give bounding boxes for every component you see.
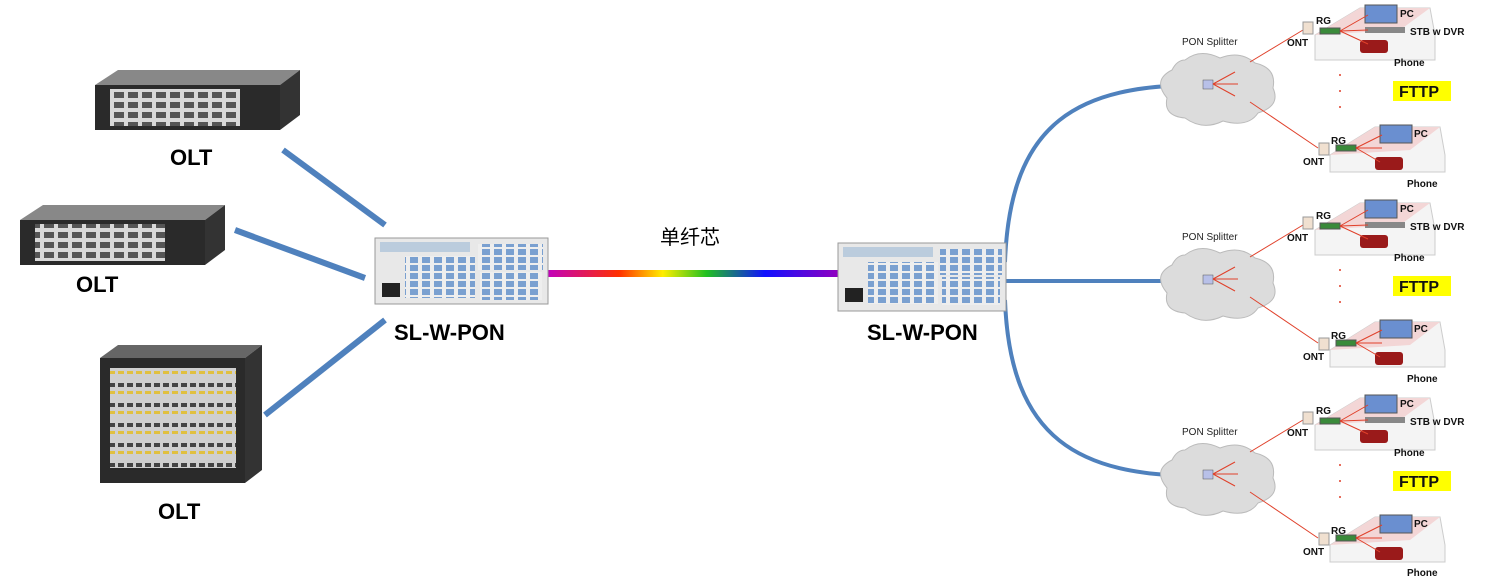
ont-label: ONT <box>1303 547 1324 558</box>
fttp-badge <box>1393 81 1451 101</box>
stb-label: STB w DVR <box>1410 222 1465 233</box>
sl-w-pon-left-label: SL-W-PON <box>394 320 505 345</box>
stb-icon <box>1365 222 1405 228</box>
pc-label: PC <box>1414 519 1428 530</box>
rg-label: RG <box>1331 331 1346 342</box>
olt-device-1[interactable] <box>95 70 300 130</box>
pc-icon <box>1379 124 1413 144</box>
pc-label: PC <box>1400 399 1414 410</box>
splitter-icon <box>1202 79 1214 90</box>
pon-splitter-label: PON Splitter <box>1182 37 1238 48</box>
fttp-group-2: PON Splitter RG ONT PC STB w DVR Phone F… <box>1160 199 1465 385</box>
pon-splitter-label: PON Splitter <box>1182 427 1238 438</box>
phone-label: Phone <box>1407 568 1438 579</box>
stb-icon <box>1365 417 1405 423</box>
olt-label-3: OLT <box>158 499 201 524</box>
ont-icon <box>1318 337 1330 351</box>
pc-icon <box>1379 514 1413 534</box>
pc-icon <box>1364 4 1398 24</box>
rg-label: RG <box>1331 526 1346 537</box>
rg-label: RG <box>1316 16 1331 27</box>
pc-label: PC <box>1400 9 1414 20</box>
pc-label: PC <box>1414 129 1428 140</box>
ont-label: ONT <box>1303 157 1324 168</box>
fttp-label: FTTP <box>1399 474 1439 491</box>
splitter-icon <box>1202 469 1214 480</box>
fttp-group-1: PON Splitter RG ONT PC STB w DVR Phone F… <box>1160 4 1465 190</box>
pon-splitter-cloud[interactable] <box>1160 53 1276 126</box>
ont-icon <box>1318 142 1330 156</box>
pc-icon <box>1364 199 1398 219</box>
stb-icon <box>1365 27 1405 33</box>
ont-icon <box>1302 216 1314 230</box>
olt-label-1: OLT <box>170 145 213 170</box>
fttp-label: FTTP <box>1399 84 1439 101</box>
pon-splitter-cloud[interactable] <box>1160 443 1276 516</box>
sl-w-pon-right-device[interactable] <box>837 242 1007 312</box>
rg-label: RG <box>1316 406 1331 417</box>
fttp-group-3: PON Splitter RG ONT PC STB w DVR Phone F… <box>1160 394 1465 579</box>
pc-label: PC <box>1400 204 1414 215</box>
phone-label: Phone <box>1394 448 1425 459</box>
ont-icon <box>1302 411 1314 425</box>
pon-splitter-cloud[interactable] <box>1160 248 1276 321</box>
fiber-label: 单纤芯 <box>660 225 720 249</box>
ont-label: ONT <box>1287 38 1308 49</box>
olt-label-2: OLT <box>76 272 119 297</box>
fttp-label: FTTP <box>1399 279 1439 296</box>
pon-splitter-label: PON Splitter <box>1182 232 1238 243</box>
fttp-badge <box>1393 471 1451 491</box>
stb-label: STB w DVR <box>1410 417 1465 428</box>
ont-label: ONT <box>1303 352 1324 363</box>
sl-w-pon-left-device[interactable] <box>374 237 549 305</box>
stb-label: STB w DVR <box>1410 27 1465 38</box>
phone-icon <box>1375 352 1403 365</box>
olt-device-3[interactable] <box>100 345 262 483</box>
pc-icon <box>1364 394 1398 414</box>
sl-w-pon-right-label: SL-W-PON <box>867 320 978 345</box>
phone-label: Phone <box>1407 374 1438 385</box>
rg-label: RG <box>1331 136 1346 147</box>
ont-label: ONT <box>1287 428 1308 439</box>
ont-icon <box>1318 532 1330 546</box>
fttp-badge <box>1393 276 1451 296</box>
rg-label: RG <box>1316 211 1331 222</box>
phone-icon <box>1375 547 1403 560</box>
ont-label: ONT <box>1287 233 1308 244</box>
olt-device-2[interactable] <box>20 205 225 265</box>
pc-label: PC <box>1414 324 1428 335</box>
phone-label: Phone <box>1394 253 1425 264</box>
pc-icon <box>1379 319 1413 339</box>
rg-icon <box>1319 222 1341 230</box>
olt-links <box>233 147 387 418</box>
ont-icon <box>1302 21 1314 35</box>
splitter-icon <box>1202 274 1214 285</box>
rg-icon <box>1319 417 1341 425</box>
rg-icon <box>1319 27 1341 35</box>
single-fiber-link <box>546 270 838 277</box>
phone-icon <box>1375 157 1403 170</box>
phone-label: Phone <box>1407 179 1438 190</box>
phone-label: Phone <box>1394 58 1425 69</box>
